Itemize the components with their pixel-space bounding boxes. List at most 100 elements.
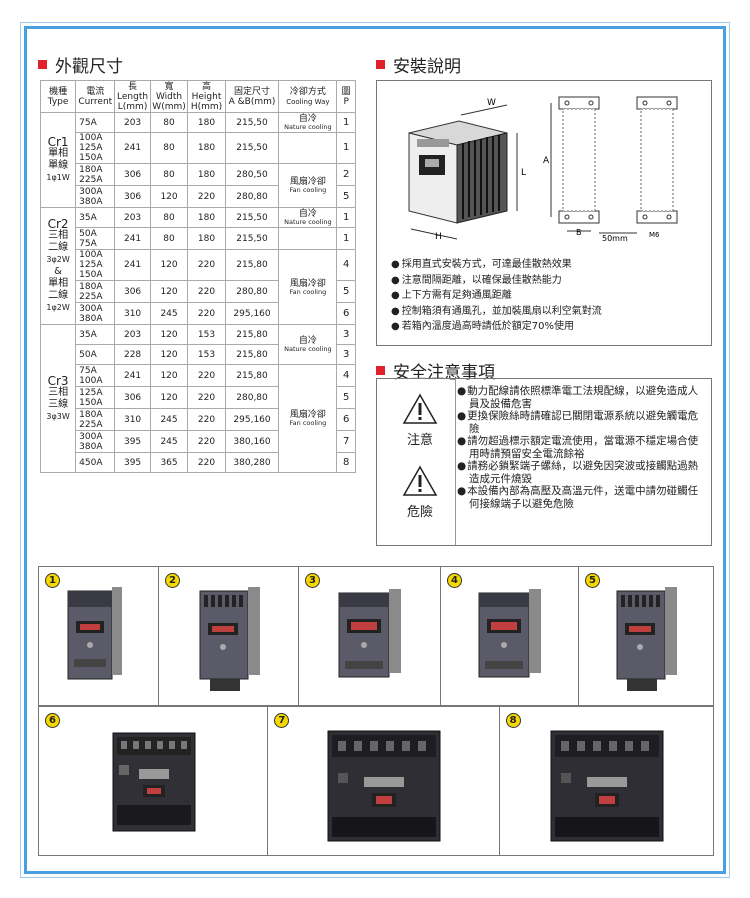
spec-ab-cell: 380,160 [224,430,280,453]
spec-w-cell: 120 [149,344,189,365]
gallery-cell: 5 [579,567,713,705]
picture-number-badge: 6 [45,713,60,728]
install-item: 控制箱須有通風孔，並加裝風扇以利空氣對流 [391,304,602,320]
spec-current-cell: 35A [75,207,116,228]
spec-type-line: & [54,266,62,277]
spec-w-cell: 120 [149,364,189,387]
safety-item: 請勿超過標示額定電流使用，當電源不穩定場合使用時請預留安全電流餘裕 [457,435,705,460]
spec-pic-cell: 1 [336,112,356,133]
cooling-en: Nature cooling [284,345,332,353]
picture-number-badge: 2 [165,573,180,588]
install-title-text: 安裝說明 [393,57,461,77]
spec-type-line: Cr2 [47,217,69,231]
device-photo [611,585,683,699]
mount-plate-right: 50mm M6 [599,96,678,241]
safety-divider [455,379,456,545]
spec-type-line: 1φ1W [46,173,70,182]
spec-h-cell: 180 [187,163,226,186]
spec-pic-cell: 6 [336,302,356,325]
safety-list: 動力配線請依照標準電工法規配線，以避免造成人員及設備危害更換保險絲時請確認已關閉… [457,385,705,510]
picture-number-badge: 4 [447,573,462,588]
cooling-en: Fan cooling [289,419,327,427]
install-list: 採用直式安裝方式，可達最佳散熱效果注意間隔距離，以確保最佳散熱能力上下方需有足夠… [391,257,602,335]
spec-w-cell: 80 [149,132,189,164]
cooling-zh: 自冷 [298,209,317,219]
spec-type-line: 三相 [48,230,69,241]
spec-pic-cell: 1 [336,227,356,250]
spec-l-cell: 306 [114,163,151,186]
device-photo [475,585,545,689]
spec-pic-cell: 6 [336,408,356,431]
picture-number-badge: 8 [505,713,521,728]
cooling-en: Nature cooling [284,218,332,226]
spec-current-cell: 35A [75,324,116,345]
spec-w-cell: 80 [149,163,189,186]
spec-l-cell: 306 [114,386,151,409]
danger-label: 危險 [406,505,433,520]
danger-triangle-icon [402,465,438,496]
dim-screw-label: M6 [649,231,660,239]
gallery-row-2: 6 7 8 [38,706,714,856]
caution-block: 注意 [399,393,441,448]
spec-l-cell: 306 [114,185,151,208]
caution-triangle-icon [402,393,438,424]
cooling-zh: 風扇冷卻 [289,278,326,289]
spec-l-cell: 241 [114,227,151,250]
cooling-zh: 自冷 [298,336,317,346]
spec-h-cell: 220 [187,249,226,281]
spec-type-line: 單相 [48,278,69,289]
spec-title-text: 外觀尺寸 [55,57,123,77]
spec-w-cell: 365 [149,452,189,473]
spec-ab-cell: 280,50 [224,163,280,186]
install-item: 若箱內溫度過高時請低於額定70%使用 [391,319,602,335]
cooling-zh: 風扇冷卻 [289,177,326,187]
spec-w-cell: 80 [149,227,189,250]
spec-w-cell: 120 [149,280,189,303]
picture-number-badge: 7 [274,713,290,728]
picture-number-badge: 3 [305,573,320,588]
spec-pic-cell: 2 [336,163,356,186]
red-square-icon [38,60,47,69]
spec-type-line: 三線 [48,398,69,410]
spec-pic-cell: 5 [336,386,356,409]
spec-w-cell: 245 [149,302,189,325]
spec-l-cell: 241 [114,249,151,281]
spec-l-cell: 306 [114,280,151,303]
picture-number-badge: 5 [585,573,600,588]
spec-h-cell: 220 [187,386,226,409]
spec-ab-cell: 215,80 [224,344,280,365]
spec-type-line: 單線 [48,160,69,171]
gallery-cell: 7 [268,707,500,855]
spec-h-cell: 180 [187,207,226,228]
spec-current-cell: 75A [75,112,116,133]
spec-ab-cell: 280,80 [224,386,280,409]
spec-type-line: 3φ2W [46,255,70,264]
device-photo [335,585,405,689]
cooling-en: Nature cooling [284,123,332,131]
spec-type-line: Cr1 [47,135,69,149]
spec-ab-cell: 215,50 [224,112,280,133]
spec-ab-cell: 215,50 [224,207,280,228]
spec-type-line: 二線 [48,290,69,301]
gallery-cell: 8 [500,707,713,855]
